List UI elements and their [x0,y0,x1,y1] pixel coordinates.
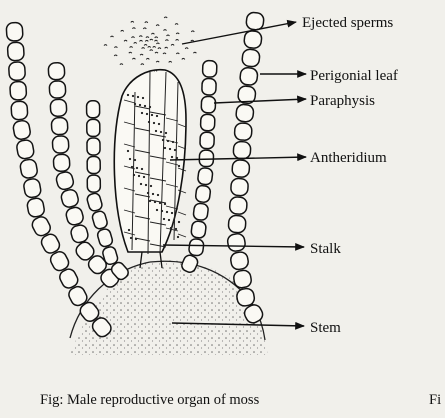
label-stalk: Stalk [310,241,341,257]
paraphysis-left-inner [85,100,129,281]
pointer-ejected-sperms [181,19,297,45]
paraphysis-left-outer [47,61,120,288]
pointer-stalk [162,242,305,251]
stem-base [70,260,268,355]
label-paraphysis: Paraphysis [310,93,375,109]
label-perigonial-leaf: Perigonial leaf [310,68,398,84]
caption-fragment: Fi [429,392,441,408]
label-ejected-sperms: Ejected sperms [302,15,393,31]
ejected-sperms-cloud [103,16,197,72]
pointer-paraphysis [213,95,307,104]
antheridium [113,68,187,269]
figure-caption: Fig: Male reproductive organ of moss [40,392,260,408]
perigonial-leaf-left [5,21,112,338]
perigonial-leaf-right [226,11,265,324]
label-antheridium: Antheridium [310,150,387,166]
paraphyses-group [5,11,265,338]
label-stem: Stem [310,320,341,336]
paraphysis-right [181,59,218,273]
pointer-antheridium [169,153,307,162]
stalk [139,251,163,269]
pointer-stem [171,321,305,330]
